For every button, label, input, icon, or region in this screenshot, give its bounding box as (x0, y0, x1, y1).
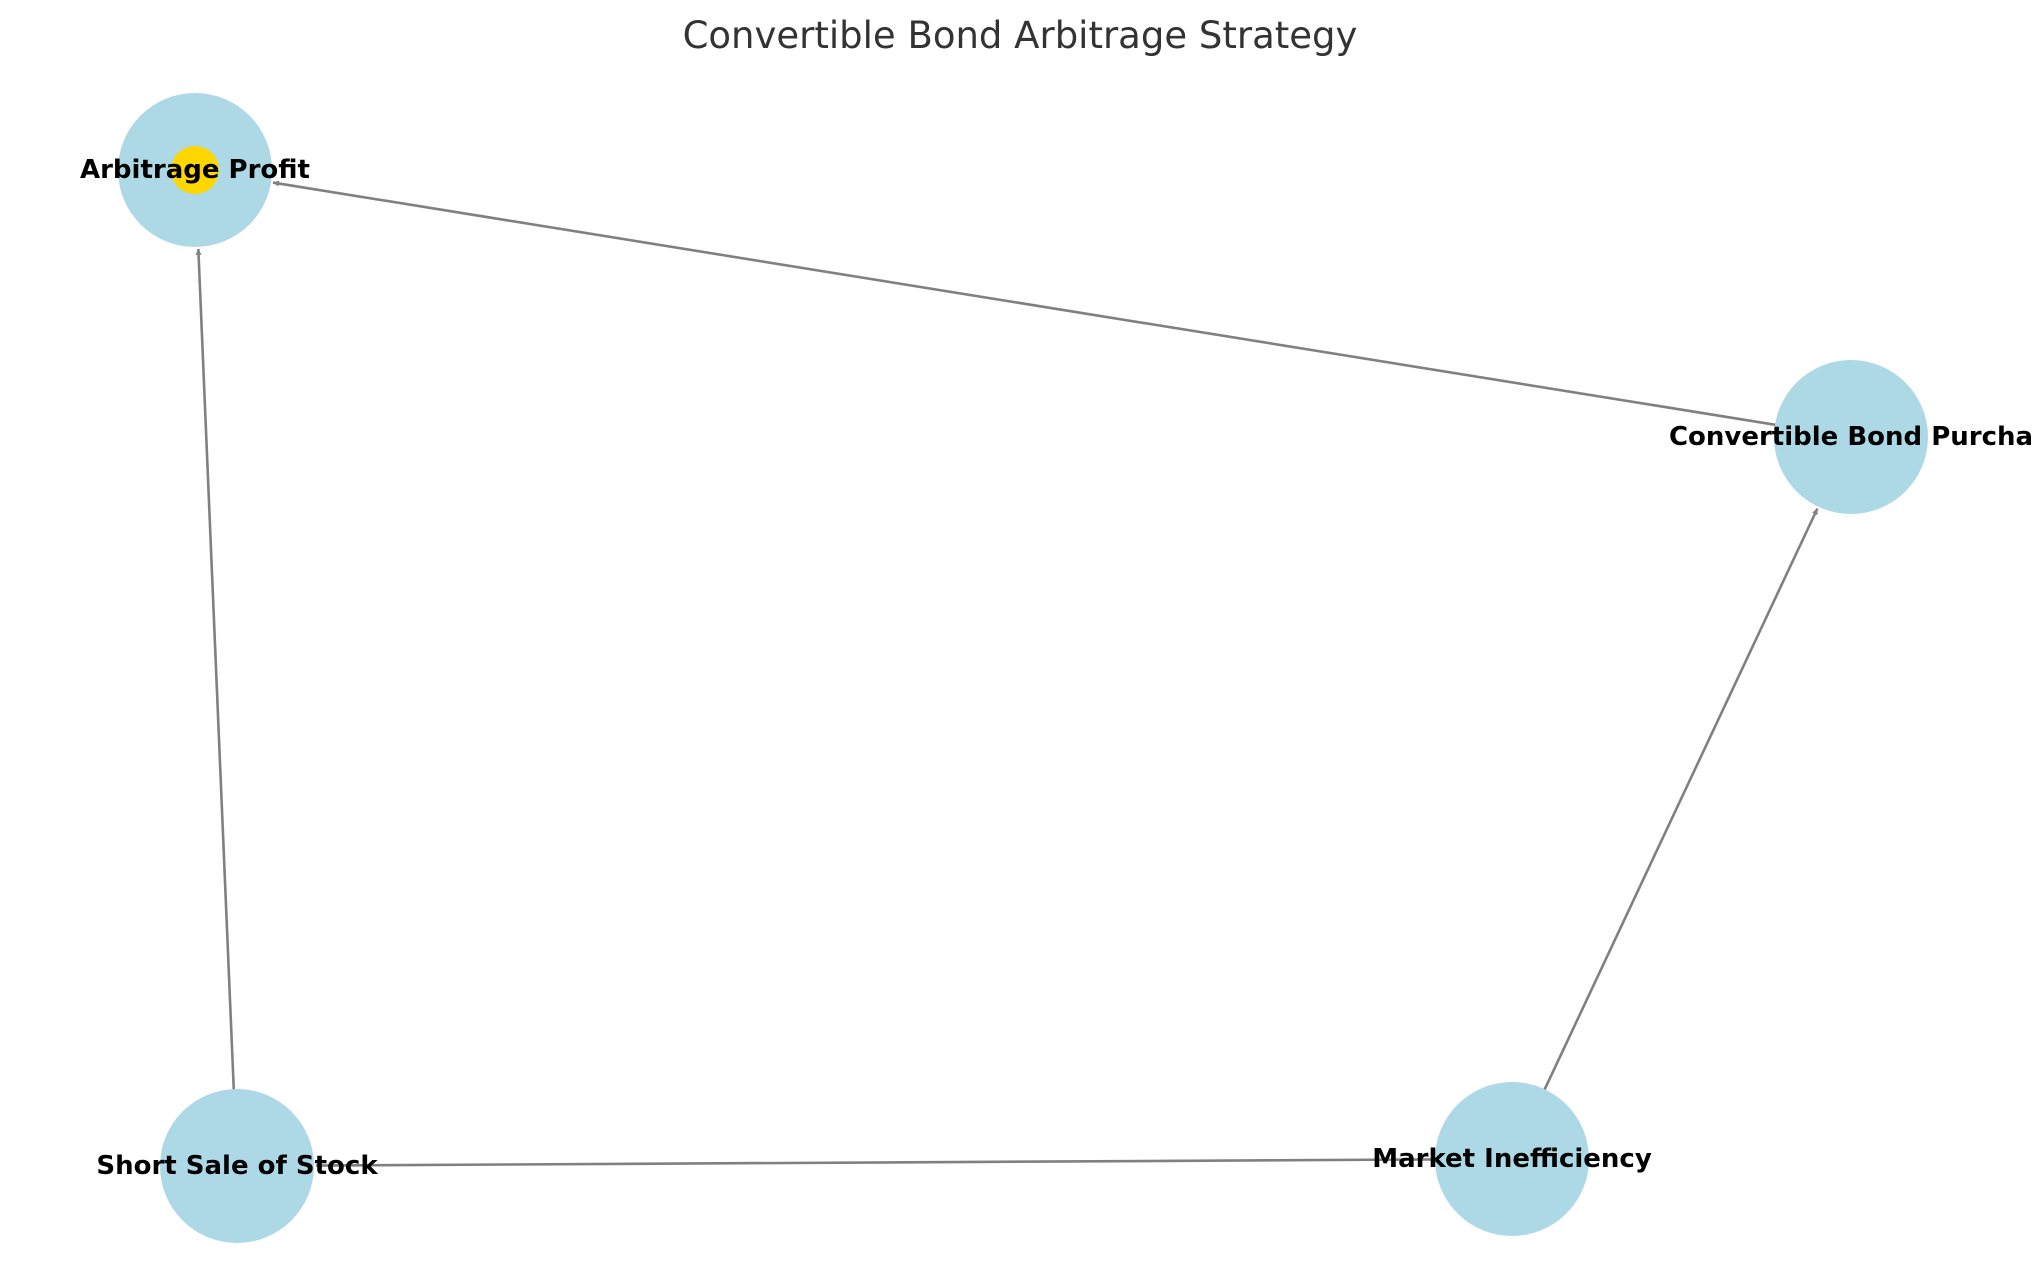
node-label-arbitrage-profit: Arbitrage Profit (80, 155, 310, 185)
node-market-inefficiency[interactable] (1435, 1082, 1589, 1236)
edge-market-inefficiency-to-short-sale-of-stock (315, 1158, 1438, 1169)
diagram-title: Convertible Bond Arbitrage Strategy (683, 14, 1358, 57)
highlight-marker-arbitrage-profit (171, 146, 219, 194)
node-convertible-bond-purchase[interactable] (1774, 360, 1928, 514)
node-label-short-sale-of-stock: Short Sale of Stock (96, 1151, 378, 1181)
node-label-convertible-bond-purchase: Convertible Bond Purcha (1669, 422, 2033, 452)
edge-market-inefficiency-to-convertible-bond-purchase (1542, 507, 1819, 1092)
edge-convertible-bond-purchase-to-arbitrage-profit (272, 180, 1778, 427)
edges-layer (195, 180, 1819, 1169)
edge-short-sale-of-stock-to-arbitrage-profit (195, 248, 236, 1092)
node-label-market-inefficiency: Market Inefficiency (1372, 1144, 1652, 1174)
node-short-sale-of-stock[interactable] (160, 1089, 314, 1243)
nodes-layer (118, 93, 1928, 1243)
